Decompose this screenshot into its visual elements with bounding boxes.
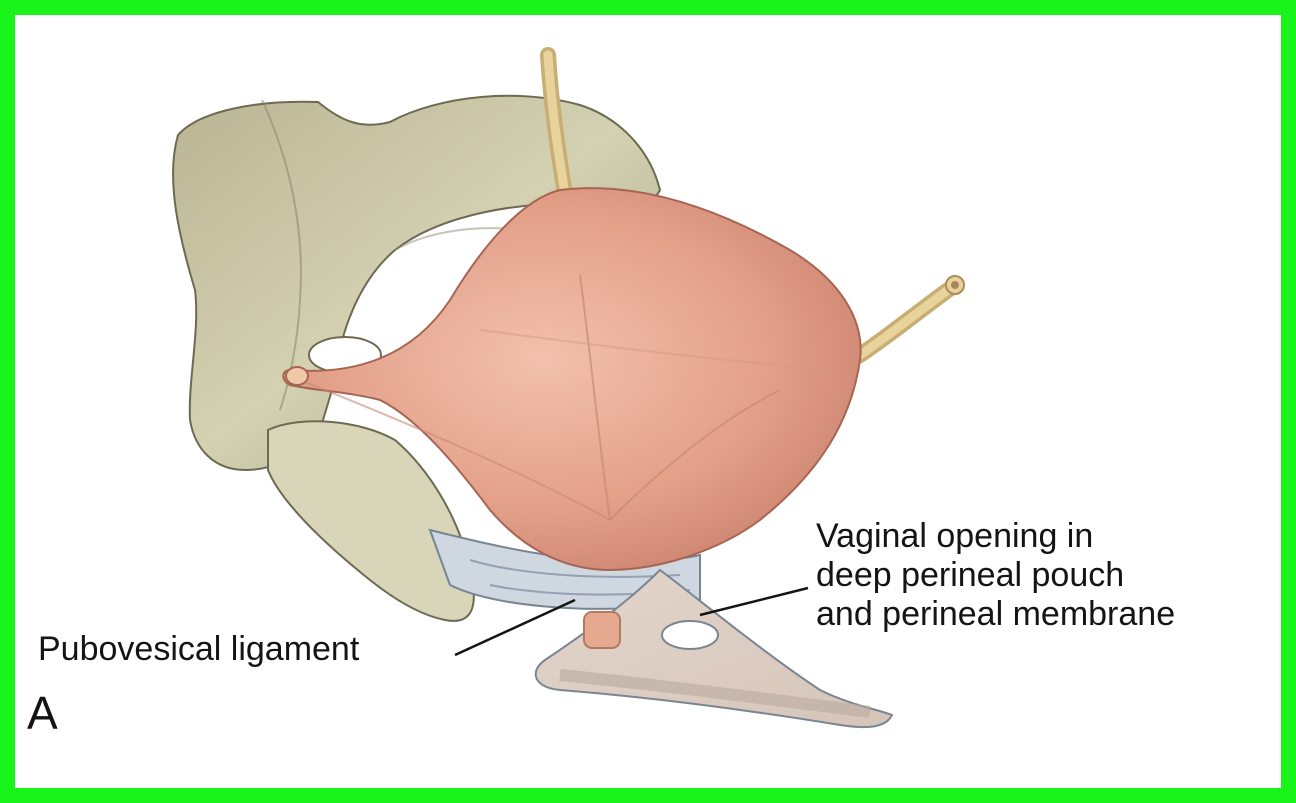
label-vaginal-line-2: deep perineal pouch (816, 556, 1175, 595)
label-vaginal-line-1: Vaginal opening in (816, 517, 1175, 556)
label-pubovesical-ligament: Pubovesical ligament (38, 630, 359, 669)
panel-letter: A (27, 688, 58, 738)
leader-line-vaginal (700, 588, 808, 615)
urethra (584, 612, 620, 648)
label-vaginal-line-3: and perineal membrane (816, 595, 1175, 634)
median-umbilical-ligament (286, 367, 308, 385)
label-vaginal-opening: Vaginal opening in deep perineal pouch a… (816, 517, 1175, 634)
vaginal-opening (662, 621, 718, 649)
